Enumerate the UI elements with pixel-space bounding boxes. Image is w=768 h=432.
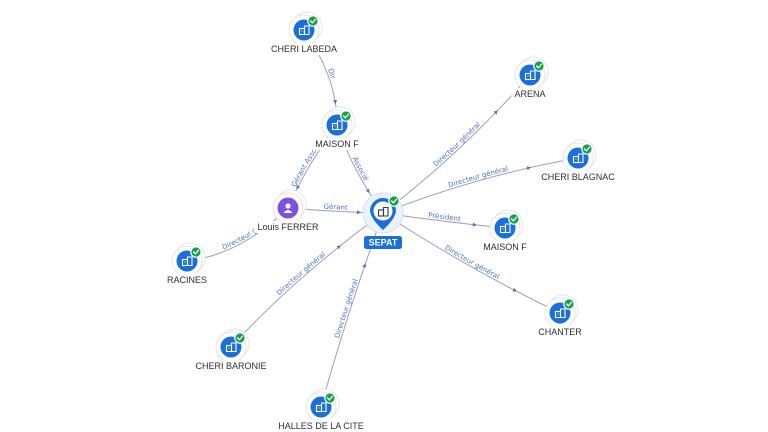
edge-sepat-cheri-blagnac[interactable]: Directeur général xyxy=(382,157,579,214)
node-cheri-labeda[interactable]: CHERI LABEDA xyxy=(267,11,341,55)
edge-label: Directeur g xyxy=(221,226,258,251)
verified-check-icon xyxy=(340,110,352,122)
verified-check-icon xyxy=(388,195,400,207)
edge-arrow xyxy=(333,99,337,105)
edge-arrow xyxy=(365,188,370,194)
verified-check-icon xyxy=(533,60,545,72)
verified-check-icon xyxy=(324,392,336,404)
node-label: ARENA xyxy=(514,89,545,99)
edge-arrow xyxy=(526,166,532,171)
node-racines[interactable]: RACINES xyxy=(163,242,211,286)
edge-label: Dir xyxy=(326,67,337,80)
verified-check-icon xyxy=(307,15,319,27)
edge-sepat-chanter[interactable]: Directeur général xyxy=(382,212,561,314)
node-label: CHERI BARONIE xyxy=(195,361,266,371)
node-label: CHERI BLAGNAC xyxy=(541,172,615,182)
edge-label: Directeur général xyxy=(333,278,360,339)
building-icon xyxy=(181,256,193,267)
node-label: MAISON F xyxy=(315,139,359,149)
verified-check-icon xyxy=(234,332,246,344)
center-node[interactable]: SEPAT xyxy=(362,192,404,249)
verified-check-icon xyxy=(563,298,575,310)
node-louis-ferrer[interactable]: Louis FERRER xyxy=(254,189,323,233)
node-chanter[interactable]: CHANTER xyxy=(535,294,586,338)
building-icon xyxy=(524,70,536,81)
edge-sepat-arena[interactable]: Directeur général xyxy=(382,74,531,214)
edge-label: Gérant xyxy=(323,203,348,212)
center-label: SEPAT xyxy=(369,238,398,248)
edge-arrow xyxy=(356,210,362,215)
node-halles-de-la-cite[interactable]: HALLES DE LA CITE xyxy=(275,388,367,432)
edge-arrow xyxy=(362,263,367,268)
edge-label: Directeur général xyxy=(447,165,509,190)
node-label: Louis FERRER xyxy=(257,222,319,232)
verified-check-icon xyxy=(190,246,202,258)
edge-arrow xyxy=(336,245,341,250)
edge-label: Directeur général xyxy=(432,121,482,169)
building-icon xyxy=(554,308,566,319)
verified-check-icon xyxy=(508,213,520,225)
node-label: CHERI LABEDA xyxy=(271,44,337,54)
node-arena[interactable]: ARENA xyxy=(511,56,549,100)
edge-label: Directeur général xyxy=(275,250,327,297)
edge-arrow xyxy=(512,287,517,292)
building-icon xyxy=(499,223,511,234)
center-label-badge xyxy=(364,236,402,249)
building-icon xyxy=(331,120,343,131)
node-maison-f-right[interactable]: MAISON F xyxy=(480,209,531,253)
node-label: RACINES xyxy=(167,275,207,285)
node-cheri-baronie[interactable]: CHERI BARONIE xyxy=(192,328,270,372)
building-icon xyxy=(298,25,310,36)
node-label: CHANTER xyxy=(538,327,582,337)
edge-arrow xyxy=(493,110,498,115)
building-icon xyxy=(572,153,584,164)
node-maison-f-top[interactable]: MAISON F xyxy=(312,106,363,150)
building-icon xyxy=(315,402,327,413)
building-icon xyxy=(225,342,237,353)
person-icon xyxy=(283,203,293,213)
node-label: HALLES DE LA CITE xyxy=(278,421,364,431)
verified-check-icon xyxy=(581,143,593,155)
edge-arrow xyxy=(472,222,477,227)
node-label: MAISON F xyxy=(483,242,527,252)
edge-label: Président xyxy=(428,211,462,223)
edge-arrow xyxy=(296,185,301,190)
node-cheri-blagnac[interactable]: CHERI BLAGNAC xyxy=(538,139,619,183)
building-icon xyxy=(377,206,389,217)
nodes-layer: CHERI LABEDA MAISON F Louis FERRER RACINES C… xyxy=(163,11,619,432)
